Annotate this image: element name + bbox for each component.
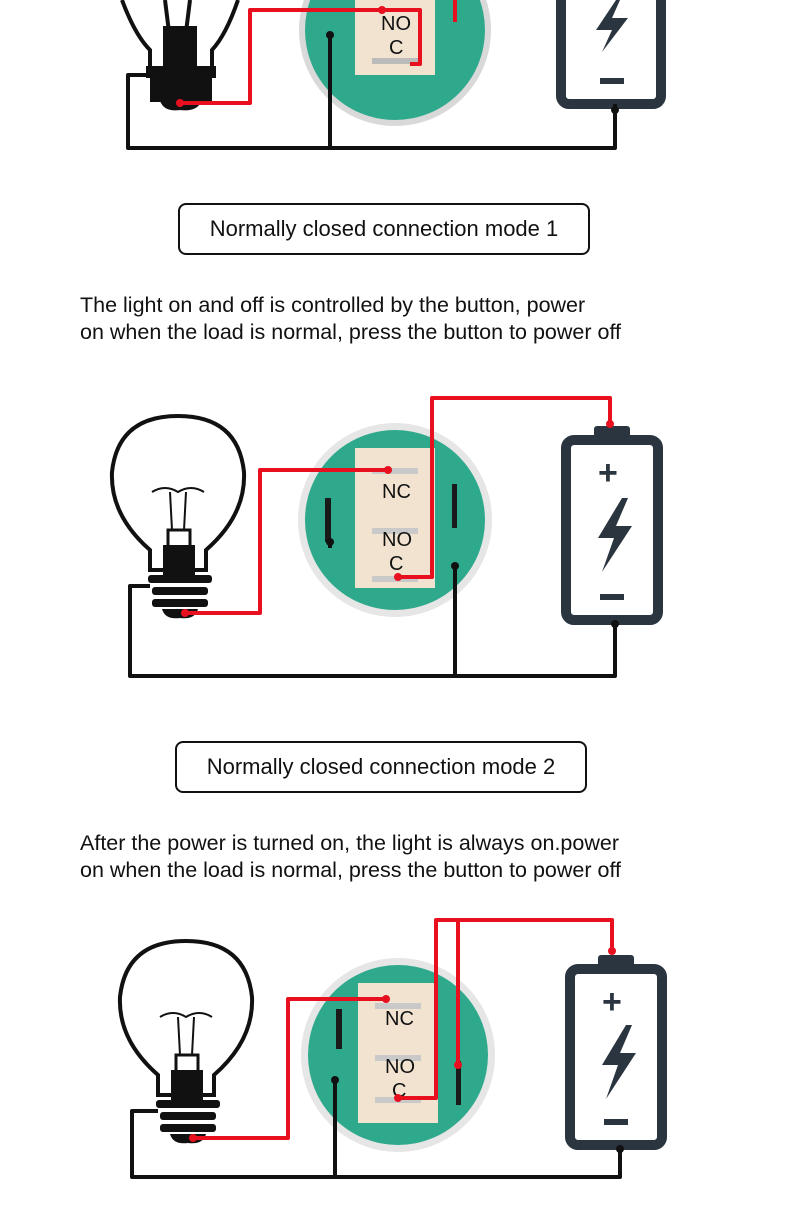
light-bulb-icon	[117, 938, 255, 1144]
terminal-nc-label: NC	[385, 1008, 414, 1030]
battery-icon: +	[561, 426, 663, 625]
mode-2-description-line-1: After the power is turned on, the light …	[80, 831, 619, 855]
push-button-switch-icon: NO C	[299, 0, 491, 126]
light-bulb-icon	[120, 0, 240, 111]
lightning-bolt-icon	[602, 1025, 636, 1099]
terminal-c-label: C	[389, 553, 403, 575]
battery-plus-label: +	[598, 454, 618, 492]
wiring-diagram-mode-2: NC NO C +	[0, 905, 790, 1206]
battery-icon	[556, 0, 666, 109]
lightning-bolt-icon	[598, 498, 632, 572]
wiring-diagram-mode-1: NC NO C +	[0, 380, 790, 690]
push-button-switch-icon: NC NO C	[301, 958, 495, 1152]
terminal-no-label: NO	[382, 529, 412, 551]
mode-1-description: The light on and off is controlled by th…	[80, 292, 621, 346]
mode-1-description-line-1: The light on and off is controlled by th…	[80, 293, 586, 317]
lightning-bolt-icon	[596, 0, 628, 52]
terminal-nc-label: NC	[382, 481, 411, 503]
light-bulb-icon	[109, 413, 247, 619]
push-button-switch-icon: NC NO C	[298, 423, 492, 617]
wiring-diagram-top: NO C	[0, 0, 790, 165]
terminal-no-label: NO	[381, 13, 411, 35]
mode-1-description-line-2: on when the load is normal, press the bu…	[80, 320, 622, 344]
mode-2-title: Normally closed connection mode 2	[175, 741, 587, 793]
mode-2-description-line-2: on when the load is normal, press the bu…	[80, 858, 622, 882]
mode-1-title: Normally closed connection mode 1	[178, 203, 590, 255]
battery-icon: +	[565, 955, 667, 1150]
mode-2-description: After the power is turned on, the light …	[80, 830, 621, 884]
terminal-c-label: C	[389, 37, 403, 59]
battery-plus-label: +	[602, 983, 622, 1021]
terminal-no-label: NO	[385, 1056, 415, 1078]
